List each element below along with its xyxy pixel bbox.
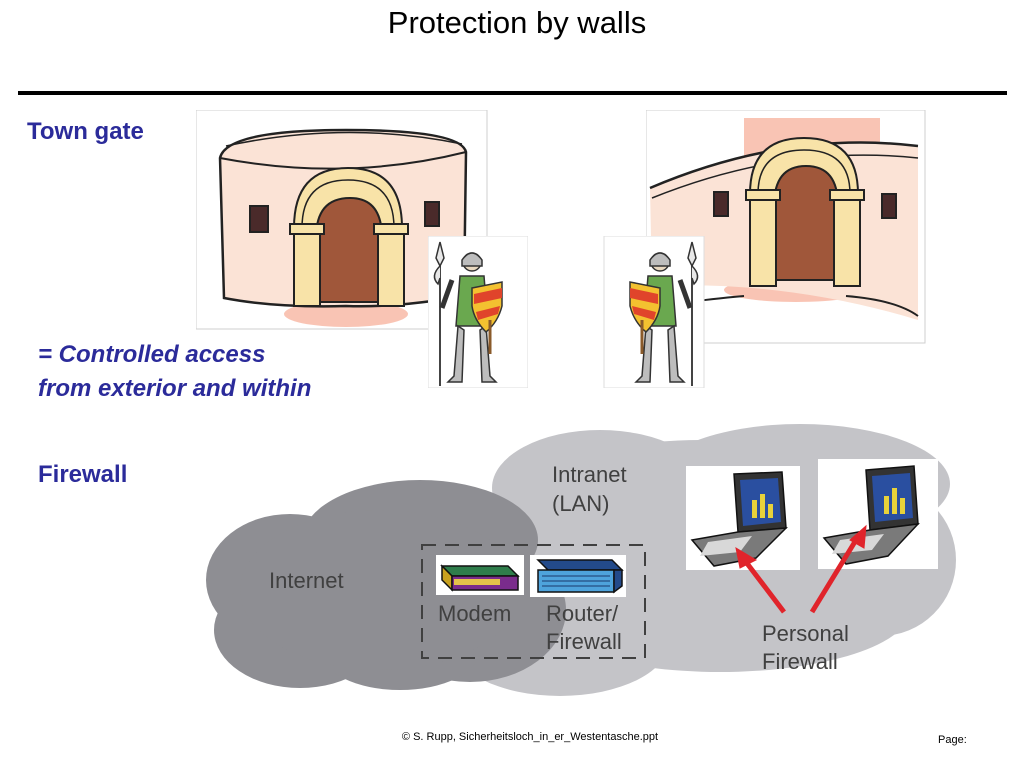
laptop-icon bbox=[686, 466, 800, 570]
arrow-to-laptop-1 bbox=[744, 560, 786, 614]
personal-firewall-label-line1: Personal bbox=[762, 621, 849, 646]
gate-pillar bbox=[293, 227, 321, 307]
helmet-icon bbox=[649, 252, 671, 267]
modem-icon bbox=[436, 555, 524, 595]
gate-pillar bbox=[749, 193, 777, 287]
router-icon bbox=[530, 555, 626, 597]
gate-pillar bbox=[833, 193, 861, 287]
gate-door bbox=[773, 164, 839, 281]
personal-firewall-label-line2: Firewall bbox=[762, 649, 838, 674]
guard-right-illustration bbox=[603, 236, 705, 388]
wall-window-icon bbox=[249, 205, 269, 233]
gate-door bbox=[315, 196, 383, 303]
controlled-access-caption-line2: from exterior and within bbox=[38, 375, 312, 402]
wall-window-icon bbox=[713, 191, 729, 217]
internet-label: Internet bbox=[269, 568, 344, 593]
helmet-icon bbox=[461, 252, 483, 267]
perimeter-dashed-box bbox=[421, 544, 646, 659]
arrow-to-laptop-2 bbox=[809, 538, 859, 614]
slide-title: Protection by walls bbox=[387, 5, 647, 40]
controlled-access-caption-line1: = Controlled access bbox=[38, 341, 266, 368]
modem-label: Modem bbox=[438, 601, 511, 626]
castle-gate-interior-illustration bbox=[646, 110, 926, 344]
firewall-heading: Firewall bbox=[38, 461, 128, 488]
gate-pillar bbox=[377, 227, 405, 307]
router-label-line1: Router/ bbox=[546, 601, 619, 626]
town-gate-heading: Town gate bbox=[27, 118, 144, 145]
wall-window-icon bbox=[424, 201, 440, 227]
laptop-icon bbox=[818, 459, 938, 569]
guard-left-illustration bbox=[428, 236, 528, 388]
wall-window-icon bbox=[881, 193, 897, 219]
title-divider bbox=[18, 91, 1007, 95]
firewall-network-diagram: Intranet (LAN) Internet Modem Router/ Fi… bbox=[206, 424, 956, 696]
footer-page-label: Page: bbox=[938, 734, 967, 746]
castle-gate-exterior-illustration bbox=[196, 110, 488, 330]
footer-copyright: © S. Rupp, Sicherheitsloch_in_er_Westent… bbox=[401, 731, 659, 743]
intranet-label-line1: Intranet bbox=[552, 462, 627, 487]
intranet-label-line2: (LAN) bbox=[552, 491, 609, 516]
personal-firewall-arrows bbox=[735, 524, 867, 614]
router-label-line2: Firewall bbox=[546, 629, 622, 654]
